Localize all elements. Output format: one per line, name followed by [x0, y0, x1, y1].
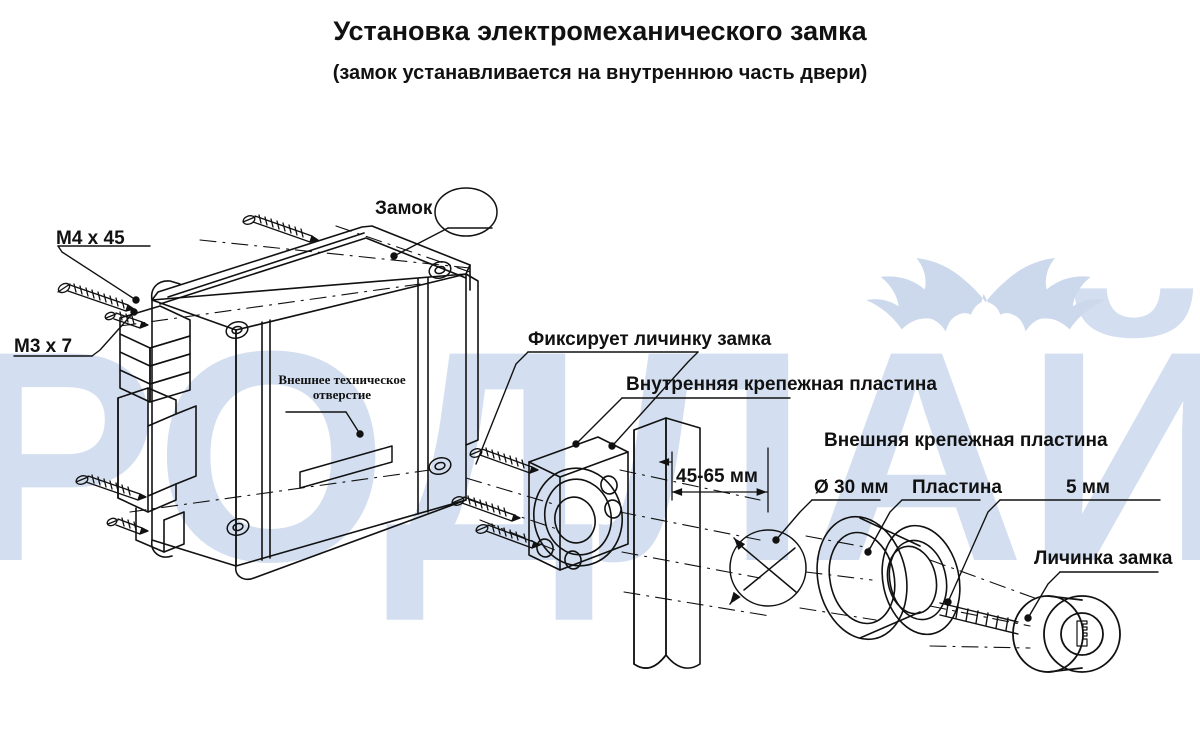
label-m3x7: M3 x 7 — [14, 336, 73, 357]
leader-lines — [13, 187, 1161, 622]
lock-cylinder — [1012, 595, 1121, 673]
screw-bottom-long — [75, 474, 147, 501]
screw-m4-top — [57, 282, 135, 312]
lock-body — [150, 225, 479, 581]
latch-assembly — [117, 305, 197, 553]
outer-mounting-plate — [816, 515, 961, 641]
label-dimension-45-65: 45-65 мм — [676, 466, 758, 487]
page-subtitle: (замок устанавливается на внутреннюю час… — [332, 62, 868, 84]
technical-hole-slot — [299, 445, 393, 489]
inner-mounting-plate — [528, 436, 629, 571]
hole-30mm — [729, 529, 807, 607]
label-outer-plate: Внешняя крепежная пластина — [824, 430, 1108, 451]
screws-group — [57, 214, 541, 549]
mounting-holes — [225, 260, 452, 537]
label-inner-plate: Внутренняя крепежная пластина — [626, 374, 937, 395]
page-title: Установка электромеханического замка — [333, 16, 867, 46]
projection-axes — [119, 225, 1041, 649]
screw-m4-upper — [242, 214, 319, 243]
label-fixes-cylinder: Фиксирует личинку замка — [528, 329, 772, 350]
label-technical-hole: Внешнее техническое отверстие — [278, 372, 406, 402]
label-zamok: Замок — [375, 198, 433, 219]
screw-plate-bottom — [475, 523, 541, 549]
screw-bottom-short — [106, 517, 149, 535]
label-5mm: 5 мм — [1066, 477, 1110, 498]
door-panel — [633, 417, 701, 669]
label-m4x45: M4 x 45 — [56, 228, 125, 249]
screw-m3-upper — [104, 311, 149, 329]
threaded-rod — [939, 602, 1019, 635]
dimension-45-65 — [658, 447, 769, 513]
label-diameter-30: Ø 30 мм — [814, 477, 889, 498]
label-lock-cylinder: Личинка замка — [1034, 548, 1173, 569]
label-plate: Пластина — [912, 477, 1002, 498]
